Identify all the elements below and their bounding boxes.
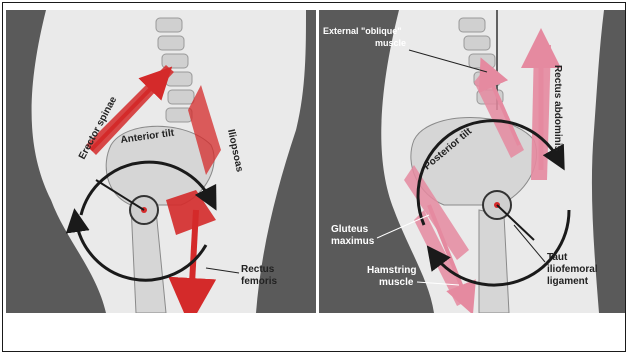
label-rectus-abdominis: Rectus abdominis: [552, 65, 563, 152]
label-external-oblique-2: muscle: [375, 38, 406, 48]
posterior-tilt-illustration: External "oblique" muscle Rectus abdomin…: [319, 10, 625, 313]
anterior-tilt-illustration: Erector spinae Anterior tilt Iliopsoas R…: [6, 10, 316, 313]
femur: [479, 210, 509, 313]
label-external-oblique-1: External "oblique": [323, 26, 402, 36]
label-iliofemoral-1: Taut: [547, 252, 568, 263]
label-hamstring-1: Hamstring: [367, 265, 416, 276]
label-rectus-femoris-1: Rectus: [241, 264, 275, 275]
label-hamstring-2: muscle: [379, 277, 414, 288]
label-gluteus-1: Gluteus: [331, 224, 369, 235]
anterior-tilt-svg: Erector spinae Anterior tilt Iliopsoas R…: [6, 10, 316, 313]
label-iliofemoral-2: iliofemoral: [547, 264, 598, 275]
posterior-tilt-svg: External "oblique" muscle Rectus abdomin…: [319, 10, 625, 313]
slide-frame: Erector spinae Anterior tilt Iliopsoas R…: [2, 2, 626, 352]
label-rectus-femoris-2: femoris: [241, 276, 278, 287]
label-iliofemoral-3: ligament: [547, 276, 589, 287]
label-gluteus-2: maximus: [331, 236, 375, 247]
